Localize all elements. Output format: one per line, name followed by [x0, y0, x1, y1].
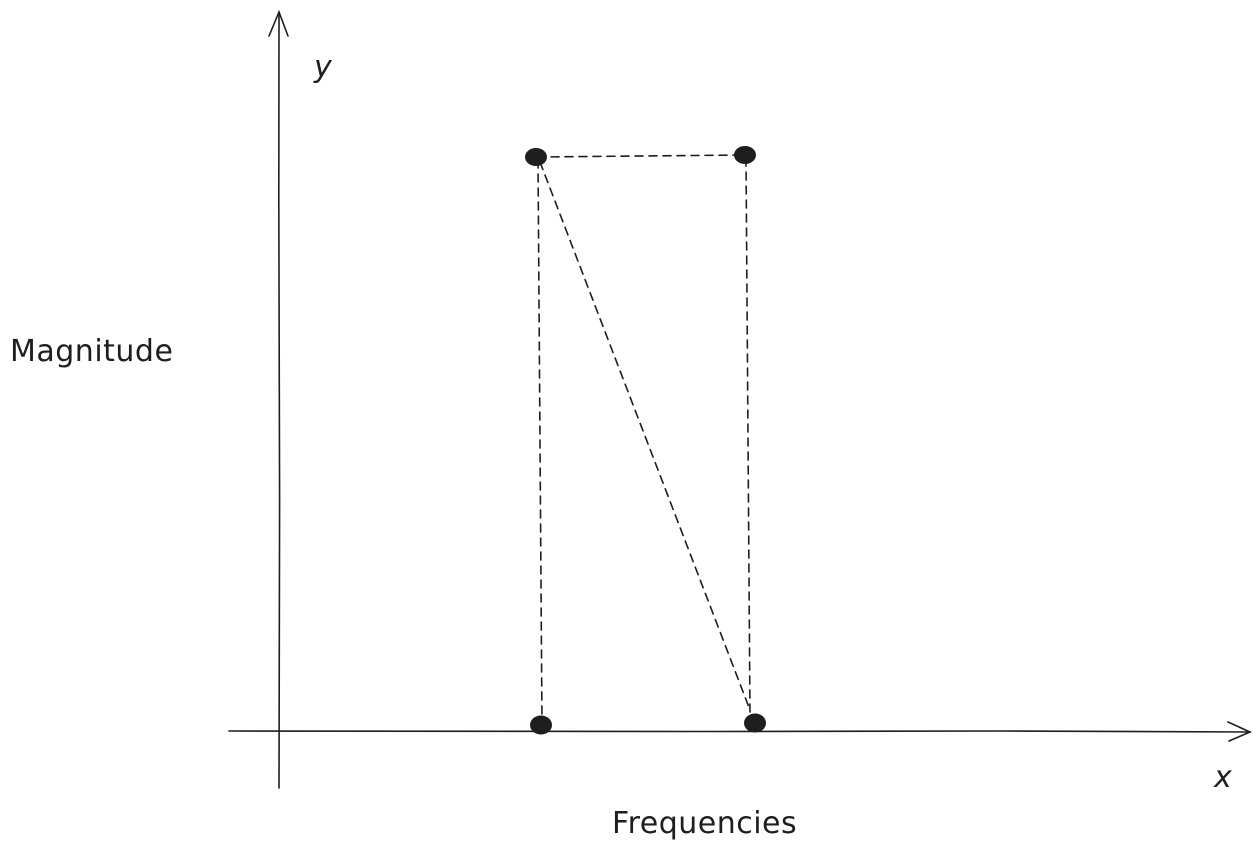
right-dashed-line: [745, 157, 751, 717]
vertical-axis-line: [277, 11, 281, 789]
vertical-axis-arrowhead: [268, 9, 289, 37]
point-top-right: [734, 146, 756, 164]
point-bottom-right: [744, 713, 766, 733]
left-dashed-line: [537, 159, 543, 725]
frequencies-label: Frequencies: [612, 806, 798, 841]
dashed-connectors: [536, 154, 751, 725]
magnitude-label: Magnitude: [10, 334, 174, 369]
horizontal-axis-arrowhead: [1227, 721, 1252, 742]
horizontal-axis: [228, 721, 1252, 742]
top-dashed-line: [536, 154, 745, 158]
vertical-axis: [268, 9, 289, 789]
point-top-left: [525, 148, 547, 166]
point-bottom-left: [530, 715, 552, 735]
diagonal-dashed-line: [539, 161, 751, 711]
x-axis-label: x: [1214, 760, 1233, 795]
horizontal-axis-line: [228, 730, 1251, 733]
y-axis-label: y: [314, 50, 333, 85]
points: [525, 146, 766, 735]
